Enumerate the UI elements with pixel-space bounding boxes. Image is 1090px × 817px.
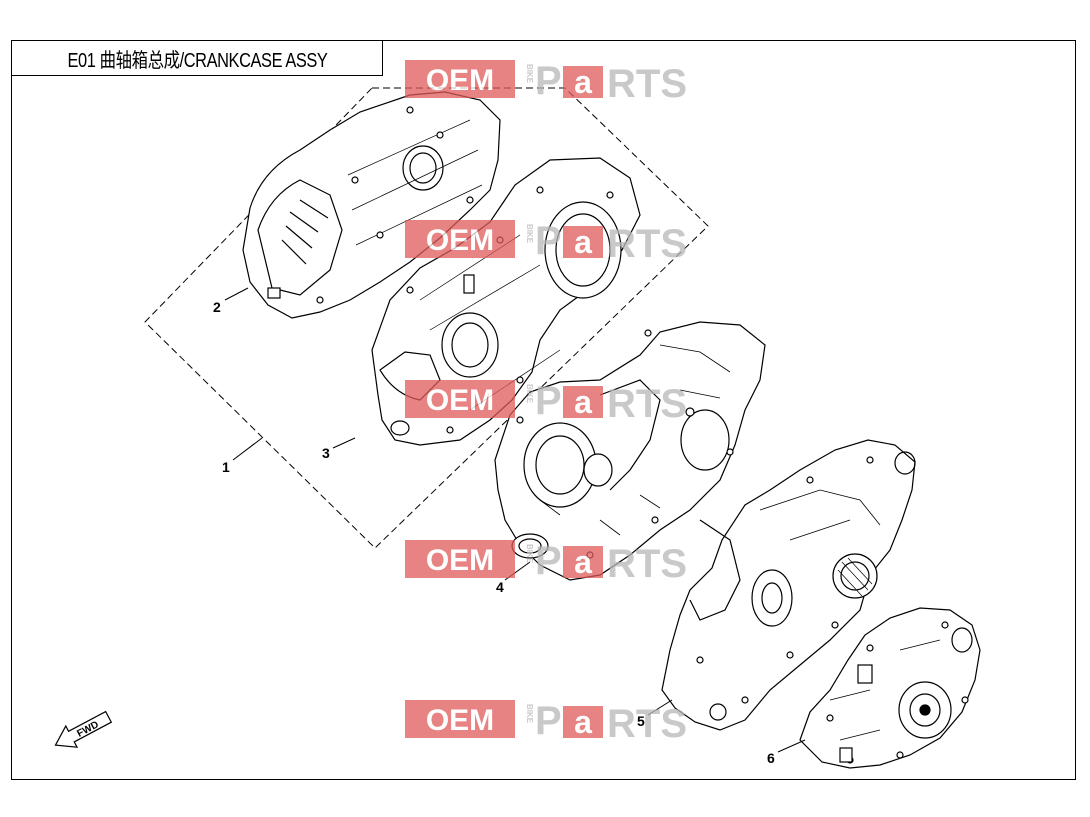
- watermark-a: a: [574, 224, 592, 260]
- callout-2: 2: [213, 299, 221, 315]
- watermark-bike: BIKE: [525, 704, 534, 724]
- watermark-rts: RTS: [607, 62, 687, 106]
- part-crankcase-left[interactable]: [494, 321, 766, 581]
- watermark: OEM BIKE P a RTS: [405, 539, 687, 586]
- part-crankcase-right[interactable]: [661, 439, 916, 731]
- watermark-p: P: [535, 539, 562, 583]
- watermark-a: a: [574, 384, 592, 420]
- watermark-bike: BIKE: [525, 64, 534, 84]
- drawing-frame: [11, 40, 1076, 780]
- watermark-rts: RTS: [607, 382, 687, 426]
- title-box: E01 曲轴箱总成/CRANKCASE ASSY: [11, 40, 383, 76]
- callout-4: 4: [496, 579, 504, 595]
- watermark-p: P: [535, 699, 562, 743]
- part-outer-cover[interactable]: [242, 91, 501, 319]
- watermark-p: P: [535, 59, 562, 103]
- page-title: E01 曲轴箱总成/CRANKCASE ASSY: [67, 49, 327, 72]
- watermark-a: a: [574, 704, 592, 740]
- watermark-oem: OEM: [426, 384, 494, 417]
- watermark: OEM BIKE P a RTS: [405, 59, 687, 106]
- watermark: OEM BIKE P a RTS: [405, 379, 687, 426]
- fwd-direction-arrow: FWD: [54, 710, 113, 748]
- callout-6: 6: [767, 750, 775, 766]
- watermark-group: OEM BIKE P a RTS OEM BIKE P a RTS OEM BI…: [405, 59, 687, 746]
- assembly-boundary-dashed: [144, 87, 709, 549]
- watermark-oem: OEM: [426, 64, 494, 97]
- callout-1: 1: [222, 459, 230, 475]
- watermark-rts: RTS: [607, 542, 687, 586]
- leader-lines: [224, 287, 806, 753]
- callout-3: 3: [322, 445, 330, 461]
- watermark-a: a: [574, 544, 592, 580]
- watermark-p: P: [535, 219, 562, 263]
- callout-5: 5: [637, 713, 645, 729]
- watermark-rts: RTS: [607, 702, 687, 746]
- watermark-rts: RTS: [607, 222, 687, 266]
- watermark-oem: OEM: [426, 224, 494, 257]
- fwd-label: FWD: [75, 719, 100, 739]
- watermark-bike: BIKE: [525, 384, 534, 404]
- watermark: OEM BIKE P a RTS: [405, 699, 687, 746]
- watermark-oem: OEM: [426, 704, 494, 737]
- watermark-bike: BIKE: [525, 224, 534, 244]
- watermark-a: a: [574, 64, 592, 100]
- watermark-p: P: [535, 379, 562, 423]
- watermark-oem: OEM: [426, 544, 494, 577]
- part-magneto-cover[interactable]: [799, 607, 981, 769]
- watermark-bike: BIKE: [525, 544, 534, 564]
- watermark: OEM BIKE P a RTS: [405, 219, 687, 266]
